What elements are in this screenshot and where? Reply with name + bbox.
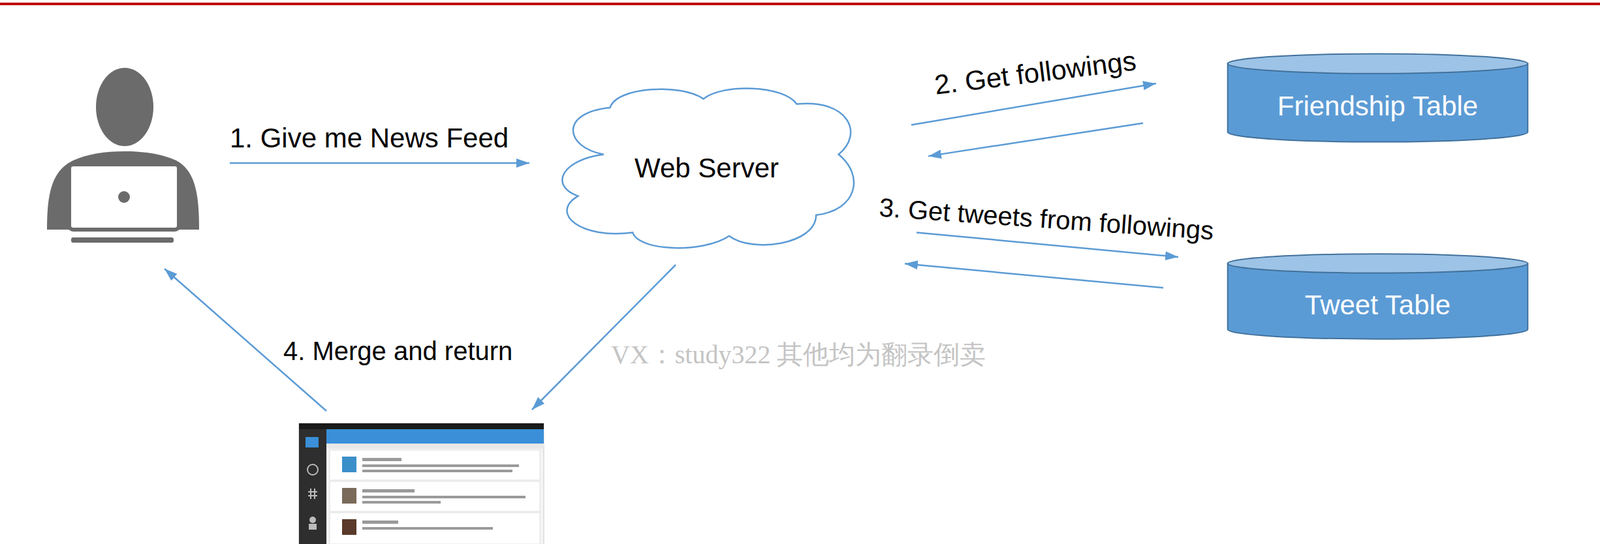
- user-icon: [47, 67, 200, 243]
- watermark: VX：study322 其他均为翻录倒卖: [611, 336, 986, 373]
- database-cylinder: Friendship Table: [1224, 52, 1531, 143]
- node-text: Web Server: [634, 152, 779, 185]
- edge-label: 2. Get followings: [932, 45, 1138, 101]
- node-text: Tweet Table: [1304, 289, 1451, 322]
- arrow-connector: [904, 263, 1164, 288]
- node-text: Friendship Table: [1277, 90, 1478, 123]
- feed-screenshot: [298, 423, 544, 544]
- edge-label: 3. Get tweets from followings: [878, 193, 1215, 247]
- arrow-connector: [928, 123, 1144, 157]
- step-label: 4. Merge and return: [283, 336, 513, 367]
- step-label: 1. Give me News Feed: [229, 122, 509, 155]
- top-rule: [0, 2, 1600, 6]
- server-cloud: Web Server: [545, 81, 868, 256]
- database-cylinder: Tweet Table: [1224, 253, 1531, 341]
